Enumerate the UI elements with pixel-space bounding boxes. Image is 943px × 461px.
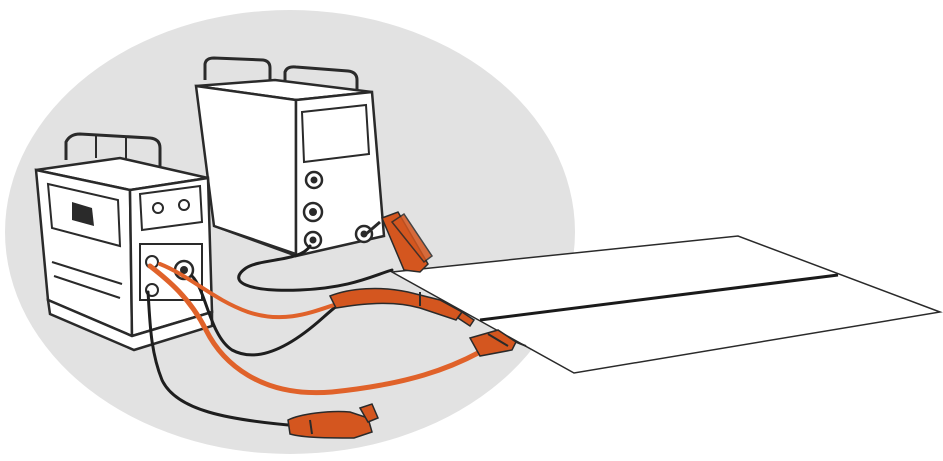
welding-power-source-icon [196,58,384,256]
